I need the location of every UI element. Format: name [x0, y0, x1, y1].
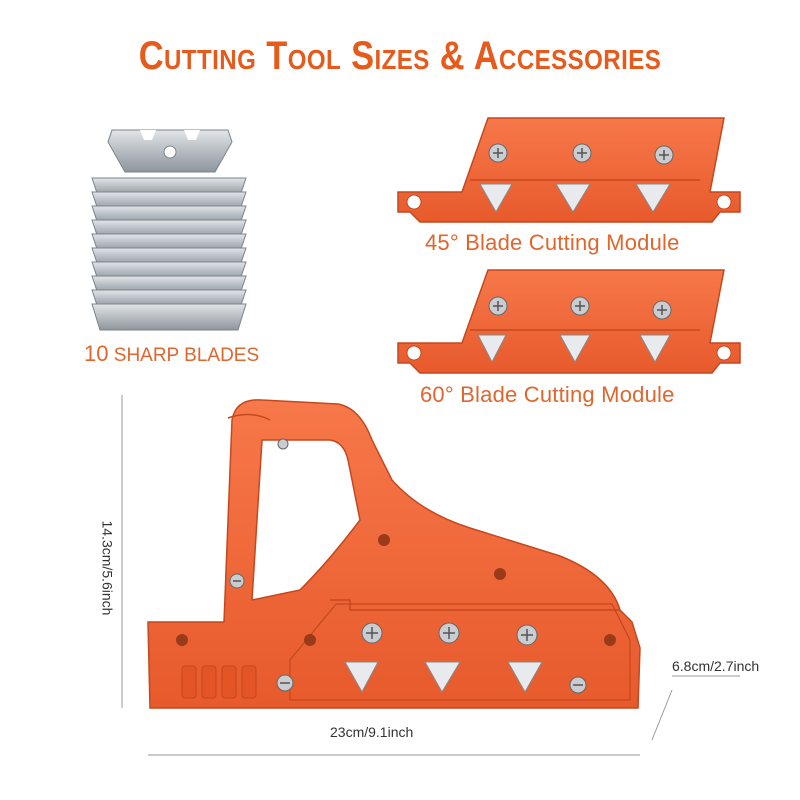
blade-stack [91, 129, 247, 331]
blade-count: 10 [84, 341, 109, 366]
screw-icon [488, 143, 508, 163]
planer-tool [147, 399, 641, 709]
width-dimension: 23cm/9.1inch [330, 724, 414, 740]
screw-icon [569, 676, 587, 694]
dimension-lines [121, 395, 740, 756]
blade-layers [91, 177, 247, 331]
screw-icon [361, 622, 383, 644]
module-45-caption: 45° Blade Cutting Module [425, 230, 680, 255]
screw-icon [516, 624, 538, 646]
module-45 [397, 117, 741, 223]
height-dimension: 14.3cm/5.6inch [99, 520, 116, 616]
module-60 [397, 269, 741, 374]
page-title: Cutting Tool Sizes & Accessories [138, 34, 662, 78]
screw-icon [572, 143, 592, 163]
blades-caption: 10 SHARP BLADES [84, 341, 259, 367]
screw-icon [229, 573, 245, 589]
screw-icon [438, 622, 460, 644]
module-60-caption: 60° Blade Cutting Module [420, 382, 675, 407]
blade-label: SHARP BLADES [113, 345, 260, 366]
screw-icon [570, 296, 590, 316]
depth-dimension: 6.8cm/2.7inch [672, 658, 760, 674]
screw-icon [652, 300, 672, 320]
blade-top [107, 129, 233, 173]
screw-icon [276, 674, 294, 692]
screw-icon [488, 296, 508, 316]
screw-icon [277, 438, 289, 450]
screw-icon [654, 145, 674, 165]
